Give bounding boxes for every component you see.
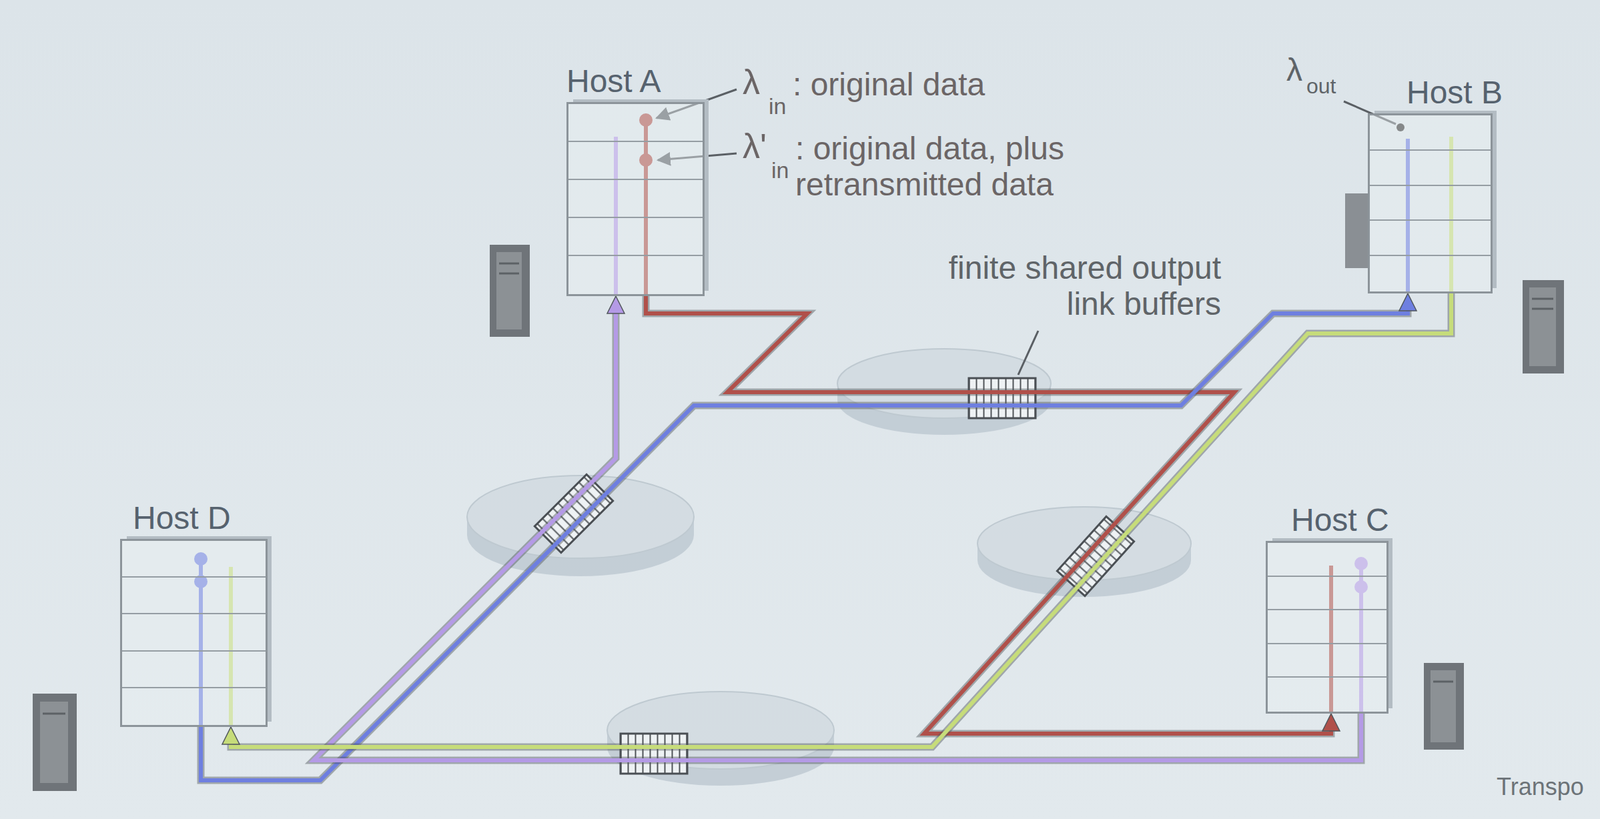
stack-layer (568, 218, 703, 257)
stack-layer (1267, 677, 1387, 712)
flow-connector (313, 296, 1362, 761)
stack-layer (122, 651, 266, 689)
protocol-stack (1367, 113, 1493, 294)
server-slot (499, 272, 520, 275)
arrow-head (1322, 713, 1340, 732)
server-icon (1423, 663, 1464, 750)
flow-line (313, 309, 1362, 761)
host-label: Host B (1406, 75, 1503, 111)
flow-outline (230, 293, 1452, 748)
slide-footer: Transpo (1496, 773, 1584, 801)
link-buffer (620, 733, 688, 774)
protocol-stack (566, 102, 705, 297)
stack-layer (568, 104, 703, 143)
server-icon (32, 693, 77, 792)
server-body (32, 693, 77, 792)
arrow-head (607, 296, 625, 314)
flow-connector (200, 293, 1417, 781)
server-icon (1522, 280, 1564, 374)
host-label: Host D (132, 501, 231, 537)
flow-connector (645, 296, 1340, 734)
rate-subscript: out (1306, 74, 1336, 99)
arrow-head (222, 727, 240, 745)
stack-layer (122, 688, 266, 726)
flow-connector (222, 293, 1452, 748)
protocol-stack (1265, 541, 1389, 714)
rate-note: : original data, plus retransmitted data (795, 130, 1109, 203)
host-node: Host D (120, 501, 268, 728)
stack-layer (568, 256, 703, 295)
server-slot (499, 262, 520, 265)
stack-layer (122, 577, 266, 615)
buffer-box (620, 733, 688, 774)
server-front (1430, 670, 1456, 743)
stack-layer (1267, 543, 1387, 578)
host-label: Host A (566, 64, 661, 100)
buffer-box (968, 378, 1036, 419)
stack-layer (122, 614, 266, 652)
server-slot (1433, 681, 1454, 684)
stack-layer (568, 180, 703, 219)
rate-subscript: in (771, 157, 789, 183)
link-buffer (534, 474, 613, 553)
server-icon (1345, 193, 1368, 269)
rate-note: : original data (792, 66, 985, 103)
server-icon (489, 244, 530, 337)
server-slot (1531, 308, 1554, 311)
rate-symbol: λ (1286, 52, 1303, 89)
stack-layer (1369, 256, 1491, 292)
rate-symbol: λ (742, 62, 760, 102)
stack-layer (1369, 115, 1491, 151)
stack-layer (568, 142, 703, 181)
flow-outline (200, 306, 1408, 781)
rate-symbol: λ' (742, 126, 767, 166)
buffer-box (534, 474, 613, 553)
host-node: Host C (1265, 503, 1392, 714)
server-front (1529, 287, 1556, 367)
host-node: Host A (566, 64, 705, 297)
buffer-note: finite shared output link buffers (927, 250, 1222, 323)
host-label: Host C (1291, 503, 1390, 539)
server-slot (1531, 298, 1554, 301)
server-body (489, 244, 530, 337)
stack-layer (1267, 644, 1387, 679)
stack-layer (1267, 577, 1387, 612)
flow-line (230, 293, 1452, 748)
link-buffer (1056, 516, 1134, 596)
server-body (1522, 280, 1564, 374)
rate-subscript: in (768, 93, 786, 119)
arrow-head (1399, 293, 1417, 311)
flow-line (200, 306, 1408, 781)
server-slot (42, 713, 66, 716)
server-front (496, 252, 522, 330)
link-buffer (968, 378, 1036, 419)
buffer-box (1056, 516, 1134, 596)
server-front (40, 701, 69, 784)
protocol-stack (120, 539, 268, 728)
stack-layer (1369, 186, 1491, 222)
stack-layer (1369, 220, 1491, 257)
flow-outline (313, 309, 1362, 761)
router (607, 691, 835, 786)
server-body (1423, 663, 1464, 750)
server-body (1345, 193, 1368, 269)
leader-line (1018, 330, 1039, 375)
stack-layer (1267, 610, 1387, 645)
host-node: Host B (1367, 75, 1506, 294)
stack-layer (122, 541, 266, 578)
stack-layer (1369, 150, 1491, 187)
